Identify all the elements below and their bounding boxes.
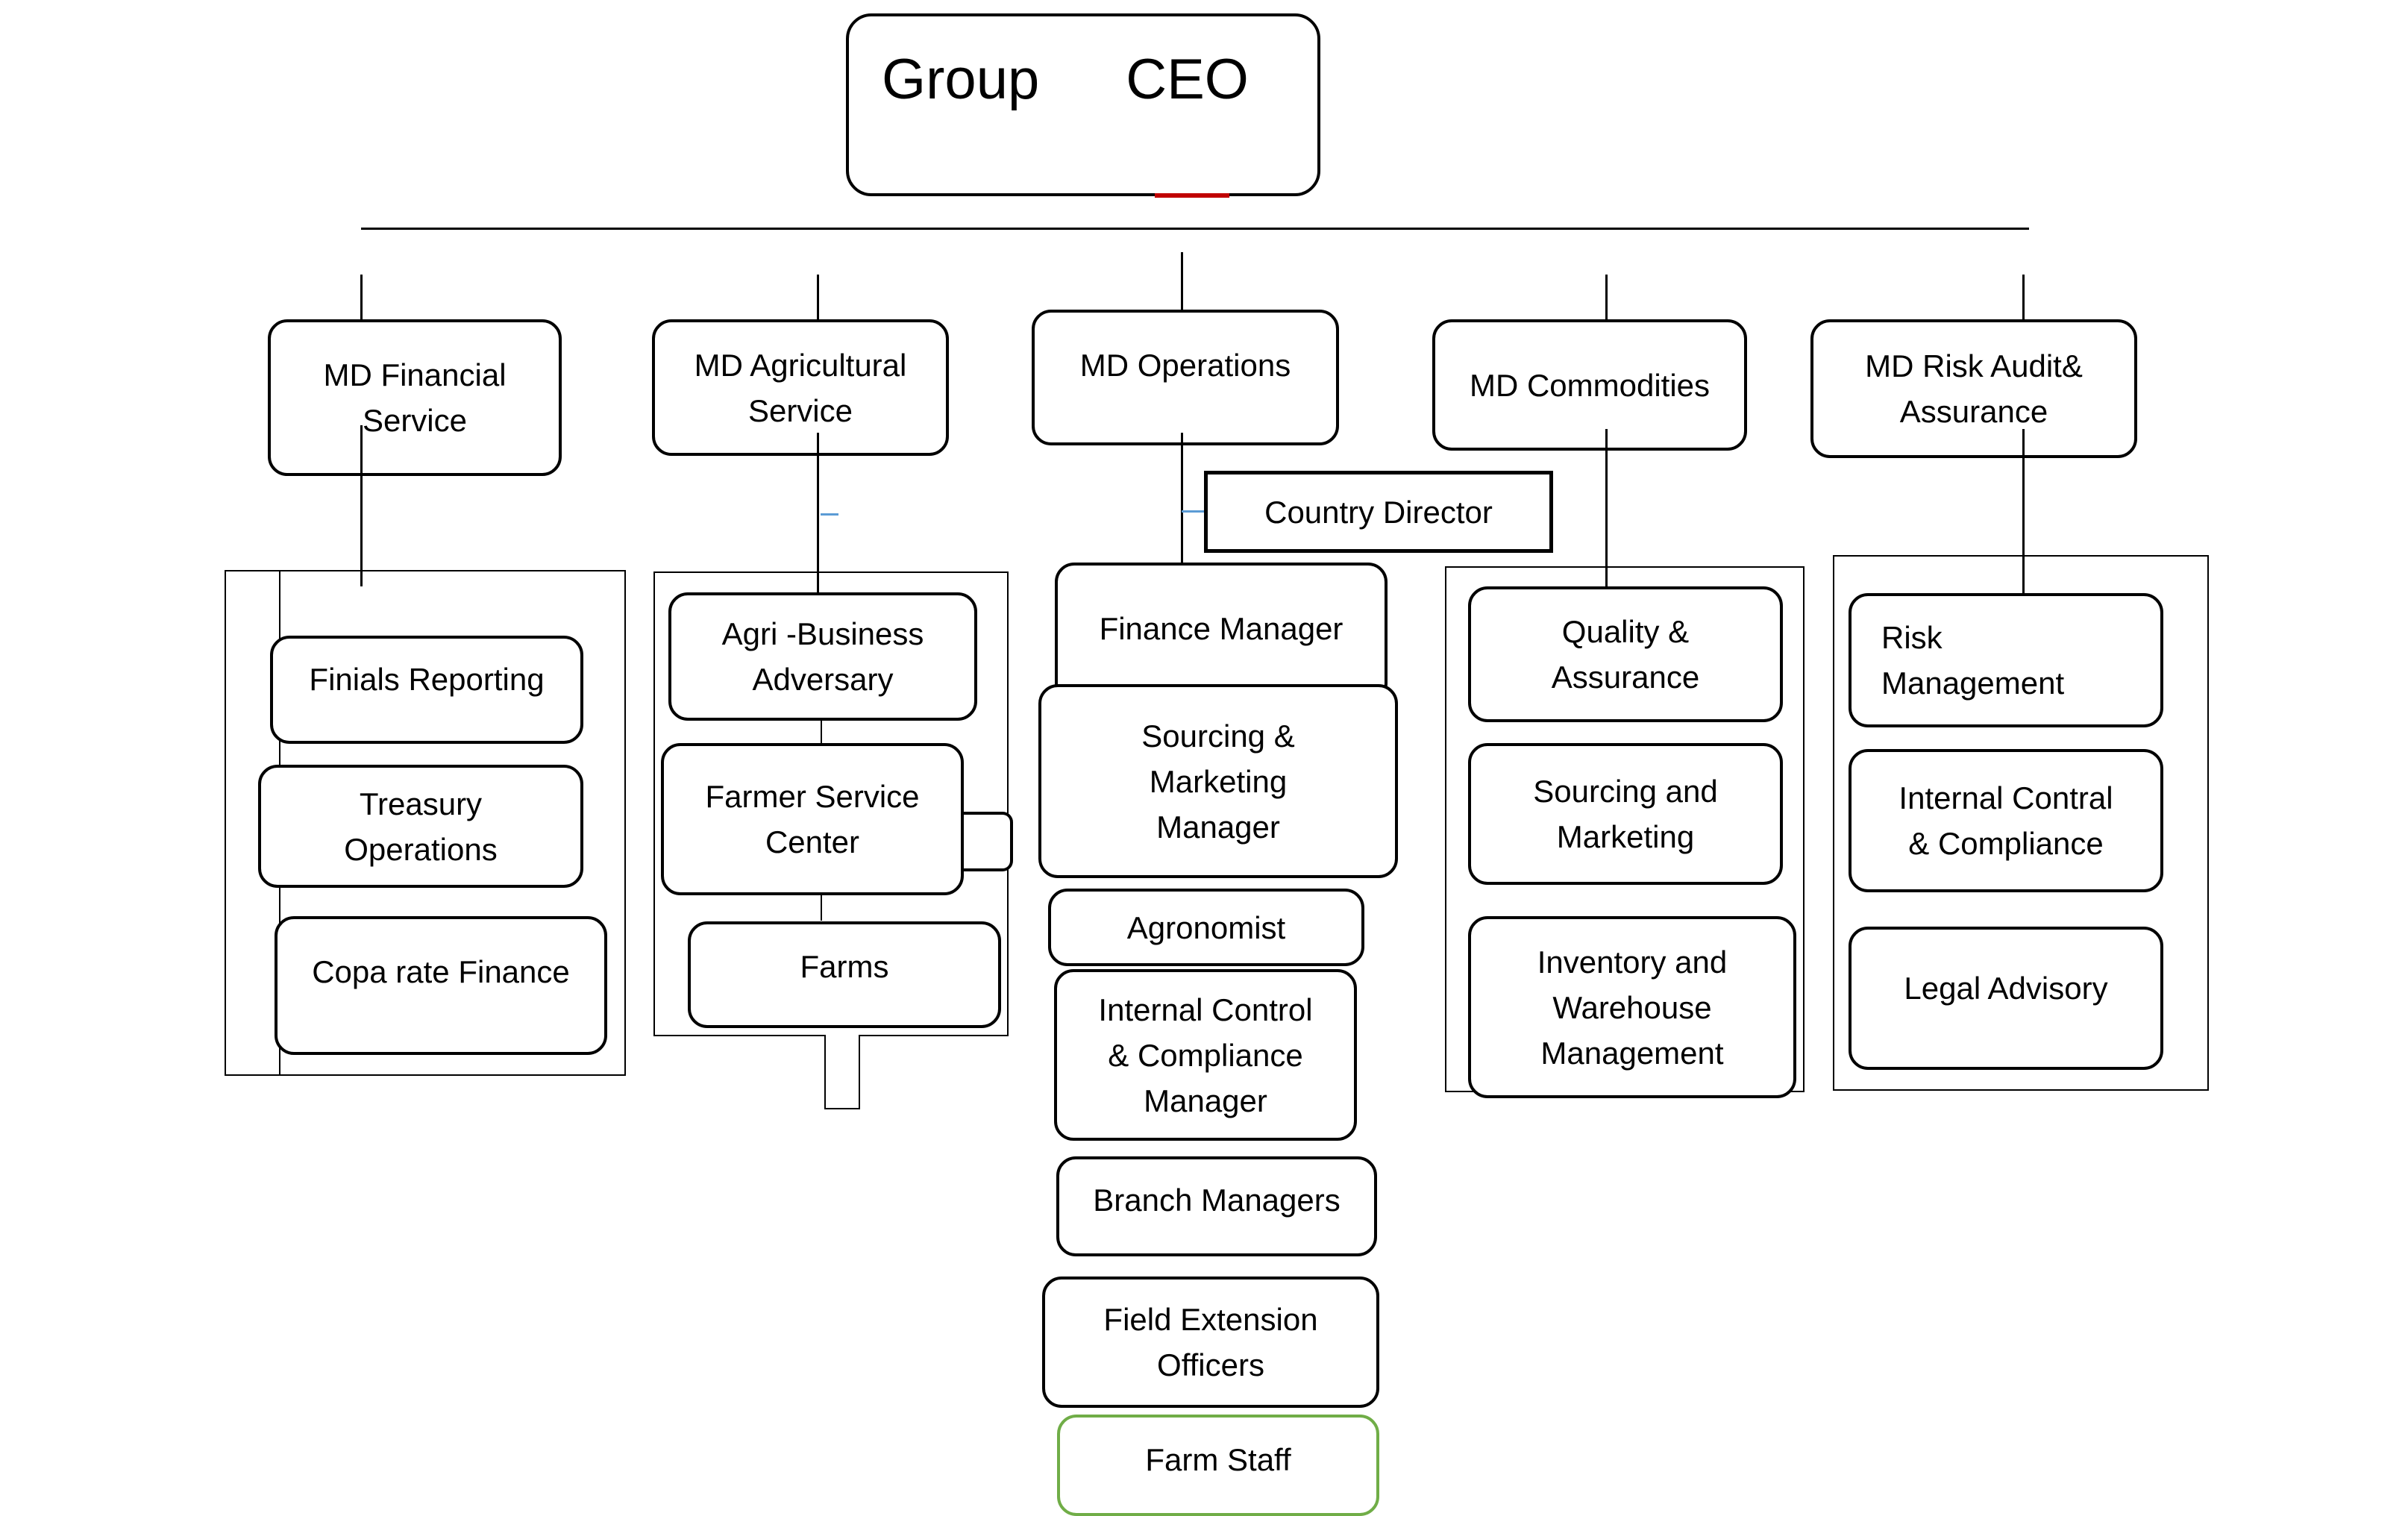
legal-advisory-box: Legal Advisory xyxy=(1849,927,2163,1070)
farmer-service-side-tab xyxy=(958,812,1013,871)
agricultural-vertical-connector xyxy=(817,433,819,594)
drop-line-agricultural xyxy=(817,275,819,319)
md-commodities-box: MD Commodities xyxy=(1432,319,1747,451)
internal-contral-compliance-box: Internal Contral & Compliance xyxy=(1849,749,2163,892)
agricultural-spine-lower xyxy=(821,719,822,746)
branch-managers-box: Branch Managers xyxy=(1056,1156,1377,1256)
agri-business-adversary-box: Agri -Business Adversary xyxy=(668,592,977,721)
agricultural-spine-lower-2 xyxy=(821,894,822,921)
finance-manager-box: Finance Manager xyxy=(1055,563,1388,703)
agronomist-box: Agronomist xyxy=(1048,889,1364,966)
drop-line-commodities xyxy=(1605,275,1608,319)
country-director-connector xyxy=(1182,510,1204,513)
md-operations-box: MD Operations xyxy=(1032,310,1339,445)
sourcing-marketing-manager-box: Sourcing & Marketing Manager xyxy=(1038,684,1398,878)
operations-vertical-connector xyxy=(1181,433,1183,566)
main-horizontal-connector xyxy=(361,228,2029,230)
md-agricultural-service-box: MD Agricultural Service xyxy=(652,319,949,456)
field-extension-officers-box: Field Extension Officers xyxy=(1042,1277,1379,1408)
md-financial-service-box: MD Financial Service xyxy=(268,319,562,476)
drop-line-financial xyxy=(360,275,363,319)
agricultural-connector-accent xyxy=(821,513,838,516)
farm-staff-box: Farm Staff xyxy=(1057,1415,1379,1516)
ceo-title-word-2: CEO xyxy=(1126,48,1249,111)
farms-box: Farms xyxy=(688,921,1001,1028)
farmer-service-center-box: Farmer Service Center xyxy=(661,743,964,895)
sourcing-and-marketing-box: Sourcing and Marketing xyxy=(1468,743,1783,885)
quality-assurance-box: Quality & Assurance xyxy=(1468,586,1783,722)
treasury-operations-box: Treasury Operations xyxy=(258,765,583,888)
commodities-vertical-connector xyxy=(1605,429,1608,589)
drop-line-risk xyxy=(2022,275,2025,319)
group-ceo-box: Group CEO xyxy=(846,13,1320,196)
farms-stub xyxy=(824,1035,860,1109)
financial-group-frame xyxy=(225,570,626,1076)
country-director-box: Country Director xyxy=(1204,471,1553,553)
financial-vertical-connector xyxy=(360,425,363,586)
risk-management-box: Risk Management xyxy=(1849,593,2163,727)
ceo-accent-mark xyxy=(1155,193,1229,198)
finials-reporting-box: Finials Reporting xyxy=(270,636,583,744)
md-risk-audit-assurance-box: MD Risk Audit& Assurance xyxy=(1810,319,2137,458)
risk-group-frame xyxy=(1833,555,2209,1091)
inventory-warehouse-management-box: Inventory and Warehouse Management xyxy=(1468,916,1796,1098)
internal-control-compliance-manager-box: Internal Control & Compliance Manager xyxy=(1054,969,1357,1141)
drop-line-operations xyxy=(1181,252,1183,323)
risk-vertical-connector xyxy=(2022,429,2025,595)
ceo-title-word-1: Group xyxy=(882,48,1040,111)
copa-rate-finance-box: Copa rate Finance xyxy=(275,916,607,1055)
